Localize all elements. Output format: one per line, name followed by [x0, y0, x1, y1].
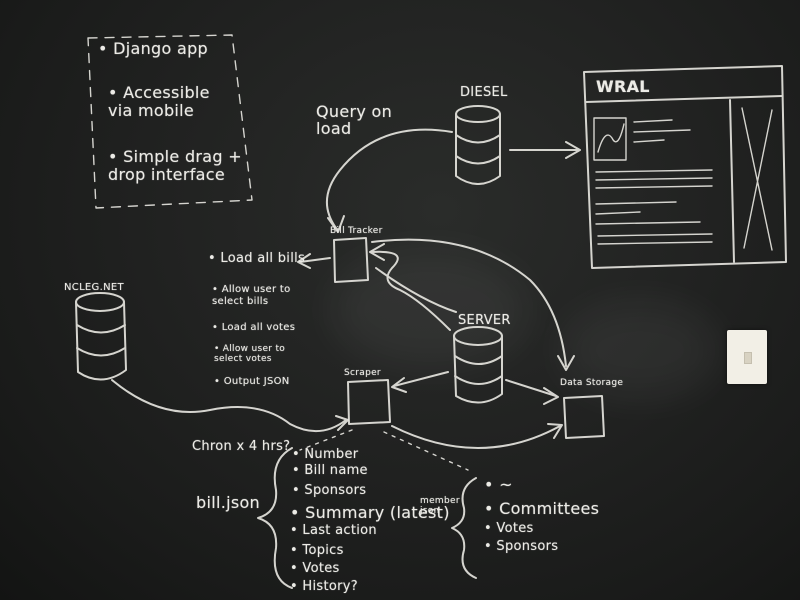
- list-item: • Allow user to select votes: [214, 344, 286, 365]
- chron-label: Chron x 4 hrs?: [192, 439, 291, 454]
- list-item: • Votes: [290, 561, 340, 576]
- list-item: • Output JSON: [214, 376, 290, 387]
- light-switch-plate: [727, 330, 767, 384]
- notes-item: • Simple drag + drop interface: [108, 147, 242, 185]
- eraser-smudge: [560, 300, 720, 400]
- bill-tracker-box: [333, 237, 369, 283]
- query-on-load-label: Query on load: [316, 102, 393, 138]
- list-item: • Committees: [484, 499, 600, 518]
- member-json-label: member json: [420, 496, 460, 517]
- ncleg-database-icon: [75, 292, 127, 381]
- scraper-dotted-lines: [299, 429, 469, 471]
- notes-dashed-box: [87, 34, 253, 209]
- scraper-box: [347, 379, 391, 425]
- list-item: • Load all bills: [208, 251, 306, 266]
- arrow-tracker-to-tasks: [297, 253, 331, 269]
- arrow-tracker-to-storage: [371, 238, 575, 371]
- wral-page-mockup: [583, 65, 787, 269]
- list-item: • ~: [484, 475, 513, 494]
- arrow-server-to-storage: [505, 379, 559, 405]
- arrow-scraper-to-storage: [391, 423, 563, 449]
- arrow-ncleg-to-scraper: [111, 379, 349, 432]
- notes-item: • Django app: [98, 39, 208, 58]
- diesel-database-icon: [455, 105, 501, 185]
- list-item: • Sponsors: [484, 539, 559, 554]
- list-item: • Number: [292, 447, 359, 462]
- list-item: • Topics: [290, 543, 344, 558]
- bill-tracker-label: Bill Tracker: [330, 226, 383, 236]
- light-switch-toggle: [744, 352, 752, 364]
- data-storage-label: Data Storage: [560, 378, 624, 388]
- bill-json-label: bill.json: [196, 493, 260, 512]
- list-item: • History?: [290, 579, 358, 594]
- member-json-brace: [451, 477, 477, 579]
- list-item: • Load all votes: [212, 322, 296, 333]
- bill-json-brace: [257, 447, 293, 589]
- list-item: • Allow user to select bills: [212, 284, 291, 307]
- scraper-label: Scraper: [344, 368, 381, 378]
- server-label: SERVER: [458, 313, 511, 328]
- list-item: • Votes: [484, 521, 534, 536]
- list-item: • Bill name: [292, 463, 368, 478]
- arrow-query-curve: [325, 128, 453, 233]
- arrow-server-to-tracker: [369, 243, 457, 331]
- ncleg-label: NCLEG.NET: [64, 282, 124, 293]
- diesel-label: DIESEL: [460, 85, 508, 100]
- server-database-icon: [453, 326, 503, 404]
- list-item: • Sponsors: [292, 483, 367, 498]
- wral-label: WRAL: [596, 77, 650, 96]
- arrow-server-to-scraper: [391, 371, 449, 393]
- notes-item: • Accessible via mobile: [108, 83, 210, 121]
- data-storage-box: [563, 395, 605, 439]
- list-item: • Last action: [290, 523, 377, 538]
- arrow-diesel-to-wral: [509, 141, 581, 159]
- list-item: • Summary (latest): [290, 503, 450, 522]
